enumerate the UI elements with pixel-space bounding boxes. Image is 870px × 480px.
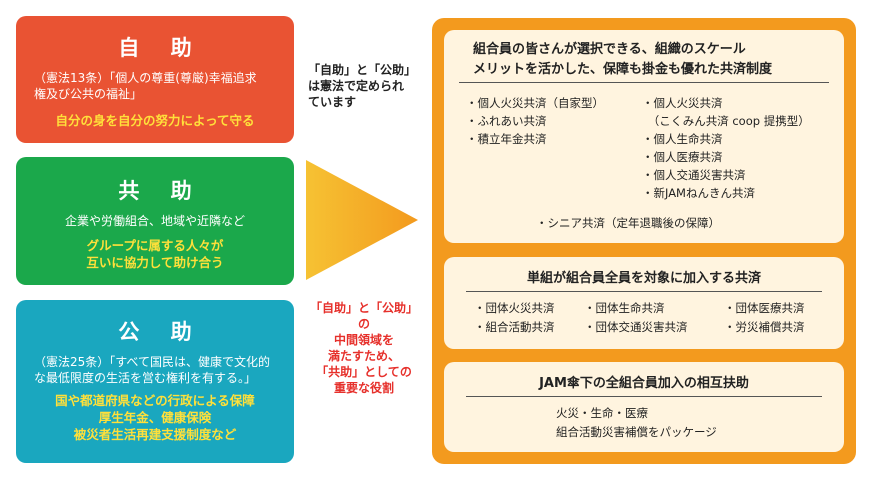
individual-plans-title-line: メリットを活かした、保障も掛金も優れた共済制度 bbox=[473, 62, 773, 77]
group-plans-panel: 単組が組合員全員を対象に加入する共済 ・団体火災共済 ・組合活動共済 ・団体生命… bbox=[444, 257, 844, 349]
jijo-desc: （憲法13条）「個人の尊重(尊厳)幸福追求 権及び公共の福祉」 bbox=[16, 70, 294, 102]
kyojo-highlight-line: グループに属する人々が bbox=[86, 238, 224, 253]
kyojo-box: 共 助 企業や労働組合、地域や近隣など グループに属する人々が 互いに協力して助… bbox=[16, 157, 294, 285]
jam-package-list: 火災・生命・医療 組合活動災害補償をパッケージ bbox=[556, 404, 717, 442]
list-item: ・新JAMねんきん共済 bbox=[642, 186, 755, 200]
list-item: （こくみん共済 coop 提携型） bbox=[642, 114, 810, 128]
list-item: ・個人火災共済（自家型） bbox=[466, 96, 604, 110]
kojo-highlight-line: 被災者生活再建支援制度など bbox=[73, 427, 237, 442]
kojo-highlight-line: 国や都道府県などの行政による保障 bbox=[55, 393, 255, 408]
kojo-desc-line: （憲法25条）「すべて国民は、健康で文化的 bbox=[34, 355, 270, 369]
arrow-right-icon bbox=[306, 160, 418, 280]
kojo-title: 公 助 bbox=[118, 320, 204, 344]
list-item: ・積立年金共済 bbox=[466, 132, 547, 146]
individual-plans-panel: 組合員の皆さんが選択できる、組織のスケール メリットを活かした、保障も掛金も優れ… bbox=[444, 30, 844, 243]
kojo-highlight-line: 厚生年金、健康保険 bbox=[98, 410, 212, 425]
kojo-desc-line: な最低限度の生活を営む権利を有する。」 bbox=[34, 371, 257, 385]
list-item: 組合活動災害補償をパッケージ bbox=[556, 425, 717, 439]
kyojo-title: 共 助 bbox=[118, 179, 204, 203]
middle-role-note-line: 「自助」と「公助」の bbox=[309, 301, 418, 331]
jijo-highlight: 自分の身を自分の努力によって守る bbox=[16, 112, 294, 129]
kyojo-highlight-line: 互いに協力して助け合う bbox=[86, 255, 224, 270]
kyojo-desc: 企業や労働組合、地域や近隣など bbox=[16, 213, 294, 229]
list-item: ・個人医療共済 bbox=[642, 150, 723, 164]
middle-role-note-line: 満たすため、 bbox=[327, 349, 400, 363]
list-item: ・シニア共済（定年退職後の保障） bbox=[536, 216, 720, 230]
group-plans-col: ・団体火災共済 ・組合活動共済 bbox=[474, 299, 555, 337]
group-plans-col: ・団体生命共済 ・団体交通災害共済 bbox=[584, 299, 688, 337]
group-plans-title: 単組が組合員全員を対象に加入する共済 bbox=[466, 269, 822, 292]
jijo-title: 自 助 bbox=[118, 36, 204, 60]
jam-mutual-aid-title: JAM傘下の全組合員加入の相互扶助 bbox=[466, 374, 822, 397]
middle-role-note: 「自助」と「公助」の 中間領域を 満たすため、 「共助」としての 重要な役割 bbox=[306, 300, 422, 396]
middle-role-note-line: 重要な役割 bbox=[333, 381, 394, 395]
kojo-box: 公 助 （憲法25条）「すべて国民は、健康で文化的 な最低限度の生活を営む権利を… bbox=[16, 300, 294, 463]
list-item: ・団体火災共済 bbox=[474, 301, 555, 315]
individual-plans-list-right: ・個人火災共済 （こくみん共済 coop 提携型） ・個人生命共済 ・個人医療共… bbox=[642, 94, 810, 202]
list-item: ・個人交通災害共済 bbox=[642, 168, 746, 182]
constitution-note-line: 「自助」と「公助」 bbox=[308, 63, 417, 77]
list-item: ・個人火災共済 bbox=[642, 96, 723, 110]
kyojo-desc-line: 企業や労働組合、地域や近隣など bbox=[64, 214, 245, 228]
jijo-highlight-line: 自分の身を自分の努力によって守る bbox=[55, 113, 255, 128]
kojo-desc: （憲法25条）「すべて国民は、健康で文化的 な最低限度の生活を営む権利を有する。… bbox=[16, 354, 294, 386]
list-item: 火災・生命・医療 bbox=[556, 406, 648, 420]
jijo-box: 自 助 （憲法13条）「個人の尊重(尊厳)幸福追求 権及び公共の福祉」 自分の身… bbox=[16, 16, 294, 143]
jam-mutual-aid-panel: JAM傘下の全組合員加入の相互扶助 火災・生命・医療 組合活動災害補償をパッケー… bbox=[444, 362, 844, 452]
individual-plans-list-left: ・個人火災共済（自家型） ・ふれあい共済 ・積立年金共済 bbox=[466, 94, 604, 148]
list-item: ・労災補償共済 bbox=[724, 320, 805, 334]
kojo-highlight: 国や都道府県などの行政による保障 厚生年金、健康保険 被災者生活再建支援制度など bbox=[16, 392, 294, 443]
list-item: ・組合活動共済 bbox=[474, 320, 555, 334]
senior-plan-item: ・シニア共済（定年退職後の保障） bbox=[536, 214, 720, 232]
middle-role-note-line: 「共助」としての bbox=[316, 365, 412, 379]
constitution-note-line: ています bbox=[308, 95, 357, 109]
individual-plans-title: 組合員の皆さんが選択できる、組織のスケール メリットを活かした、保障も掛金も優れ… bbox=[459, 40, 829, 83]
kyojo-highlight: グループに属する人々が 互いに協力して助け合う bbox=[16, 237, 294, 271]
list-item: ・団体生命共済 bbox=[584, 301, 665, 315]
constitution-note: 「自助」と「公助」 は憲法で定められ ています bbox=[308, 62, 417, 110]
jijo-desc-line: （憲法13条）「個人の尊重(尊厳)幸福追求 bbox=[34, 71, 257, 85]
list-item: ・ふれあい共済 bbox=[466, 114, 547, 128]
list-item: ・団体医療共済 bbox=[724, 301, 805, 315]
list-item: ・個人生命共済 bbox=[642, 132, 723, 146]
jijo-desc-line: 権及び公共の福祉」 bbox=[34, 87, 143, 101]
group-plans-col: ・団体医療共済 ・労災補償共済 bbox=[724, 299, 805, 337]
constitution-note-line: は憲法で定められ bbox=[308, 79, 405, 93]
list-item: ・団体交通災害共済 bbox=[584, 320, 688, 334]
middle-role-note-line: 中間領域を bbox=[333, 333, 394, 347]
individual-plans-title-line: 組合員の皆さんが選択できる、組織のスケール bbox=[473, 42, 746, 57]
